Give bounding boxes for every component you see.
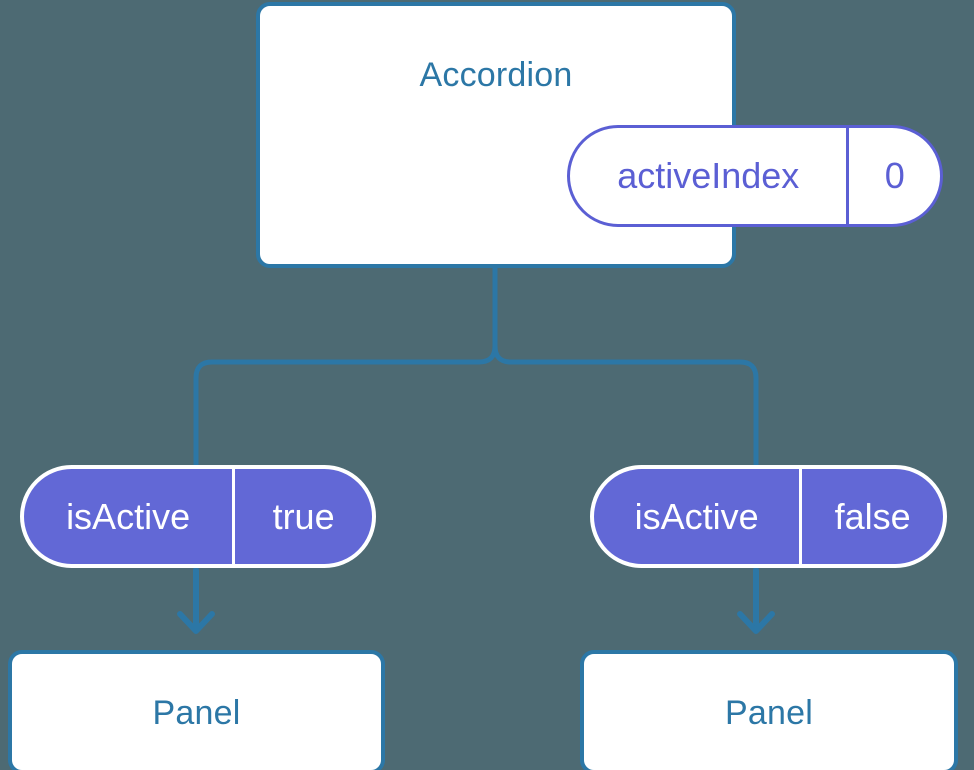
is-active-prop-pill-right[interactable]: isActive false [590,465,947,568]
panel-component-card-left[interactable]: Panel [8,650,385,770]
is-active-value-right: false [799,469,943,564]
tree-connector-path-right [492,265,759,469]
is-active-key-right: isActive [634,495,759,537]
active-index-state-pill[interactable]: activeIndex 0 [567,125,943,227]
accordion-title: Accordion [419,56,573,94]
tree-connector-path [193,265,498,469]
arrow-head-left [177,611,215,634]
accordion-component-card[interactable]: Accordion activeIndex 0 [256,2,943,268]
active-index-key: activeIndex [617,155,800,196]
panel-title-right: Panel [725,694,813,732]
arrow-head-right [737,611,775,634]
panel-component-card-right[interactable]: Panel [580,650,958,770]
panel-title-left: Panel [152,694,241,732]
is-active-value-left: true [232,469,372,564]
active-index-value: 0 [846,128,940,224]
is-active-key-left: isActive [66,495,191,537]
is-active-prop-pill-left[interactable]: isActive true [20,465,376,568]
